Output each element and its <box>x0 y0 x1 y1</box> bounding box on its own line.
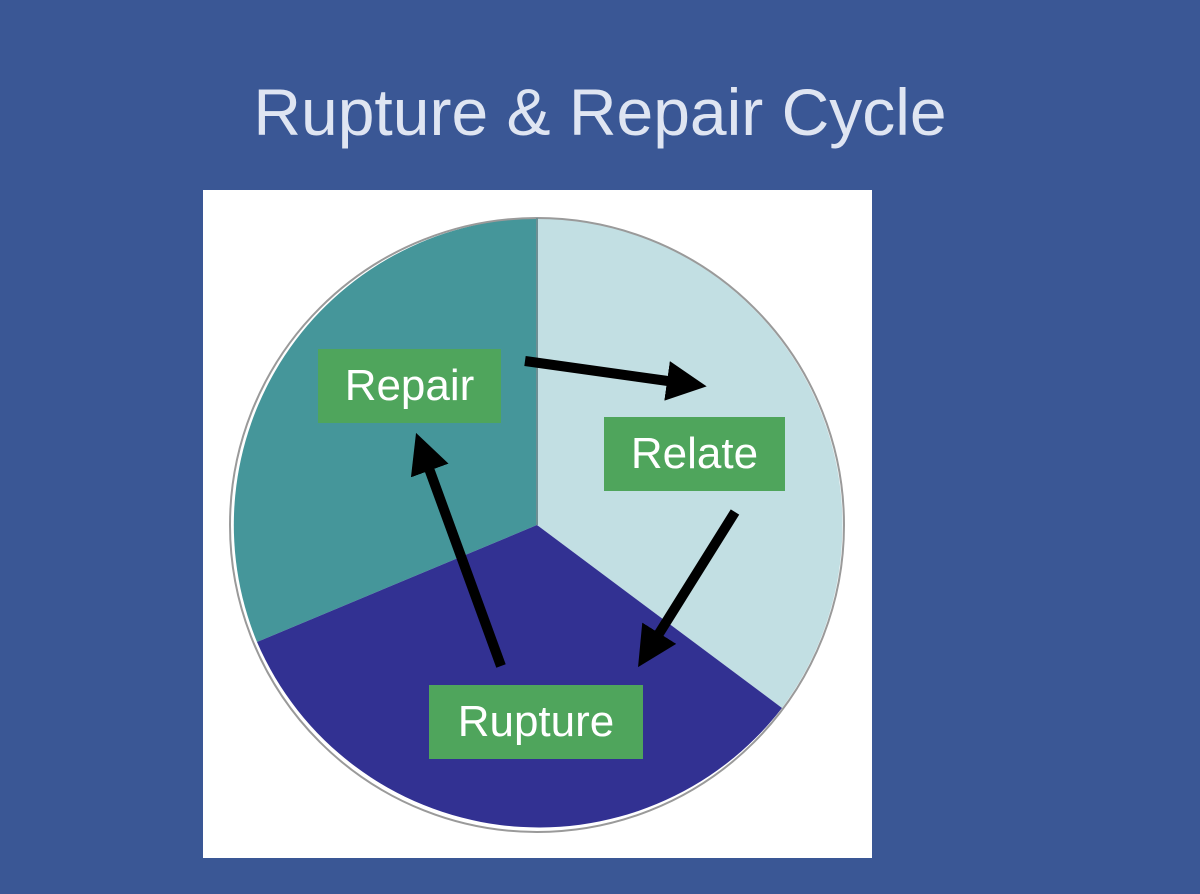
slide-title: Rupture & Repair Cycle <box>253 75 947 149</box>
rupture-segment <box>257 525 782 828</box>
rupture-label: Rupture <box>429 685 643 759</box>
arrow-repair-to-relate <box>524 356 707 401</box>
cycle-diagram: Repair Relate Rupture <box>203 190 872 858</box>
arrow-rupture-to-repair <box>410 432 506 668</box>
arrow-relate-to-rupture <box>638 509 740 668</box>
relate-label: Relate <box>604 417 785 491</box>
repair-segment <box>233 218 537 642</box>
repair-label: Repair <box>318 349 501 423</box>
